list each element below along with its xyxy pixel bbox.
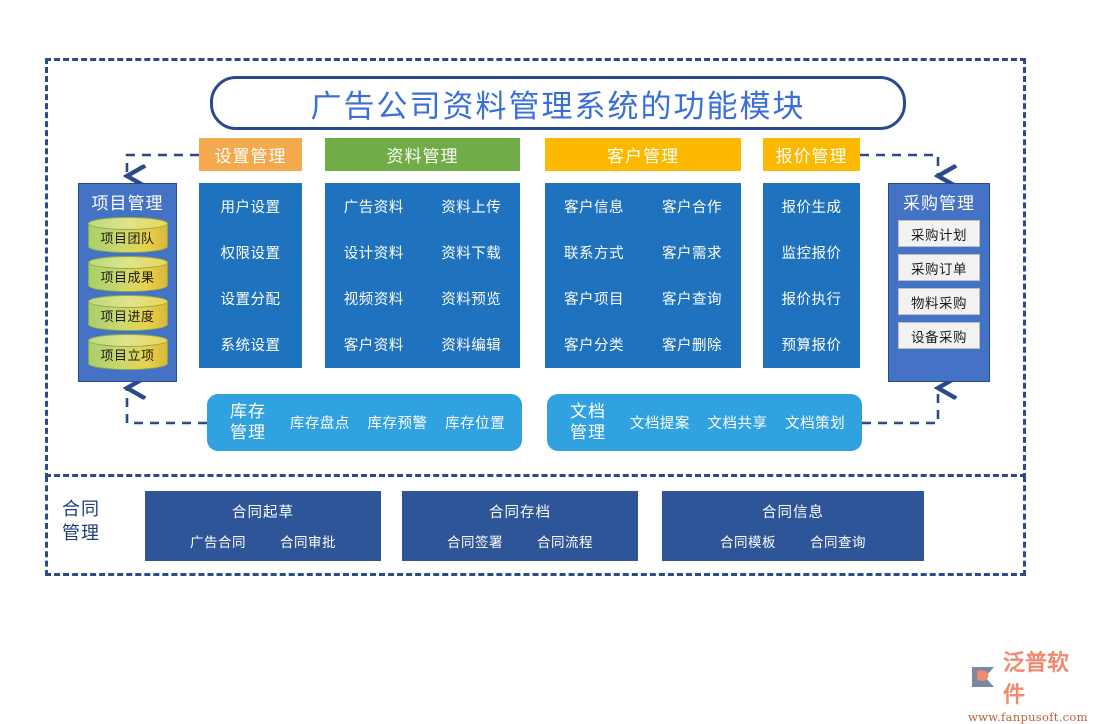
cylinder-icon-project-initiation[interactable]: 项目立项 [87, 334, 168, 370]
item-material-5[interactable]: 资料预览 [441, 292, 502, 309]
box-purchase-management: 采购管理 采购计划 采购订单 物料采购 设备采购 [888, 183, 990, 382]
item-customer-5[interactable]: 客户查询 [662, 292, 722, 309]
project-title: 项目管理 [91, 194, 164, 214]
document-item-0[interactable]: 文档提案 [629, 416, 690, 432]
main-dashed-frame [45, 58, 1026, 479]
header-settings[interactable]: 设置管理 [199, 138, 302, 171]
contract-box-archive[interactable]: 合同存档 合同签署 合同流程 [402, 491, 638, 561]
contract-box-1-title: 合同存档 [489, 505, 551, 521]
document-title-line2: 管理 [570, 422, 606, 443]
diagram-title-box: 广告公司资料管理系统的功能模块 [210, 76, 906, 130]
item-customer-2[interactable]: 联系方式 [564, 245, 624, 262]
cylinder-icon-project-team[interactable]: 项目团队 [87, 217, 168, 253]
item-settings-2[interactable]: 设置分配 [220, 292, 281, 309]
item-customer-4[interactable]: 客户项目 [564, 292, 624, 309]
logo-row: 泛普软件 [968, 645, 1090, 709]
contract-label-line2: 管理 [62, 523, 100, 544]
item-quote-3[interactable]: 预算报价 [781, 338, 842, 355]
purchase-item-3[interactable]: 设备采购 [898, 322, 980, 349]
header-quote[interactable]: 报价管理 [763, 138, 860, 171]
item-quote-1[interactable]: 监控报价 [781, 245, 842, 262]
item-settings-3[interactable]: 系统设置 [220, 338, 281, 355]
project-item-1: 项目成果 [100, 271, 155, 286]
item-material-0[interactable]: 广告资料 [343, 199, 404, 216]
purchase-item-2[interactable]: 物料采购 [898, 288, 980, 315]
frame-divider [45, 474, 1026, 477]
document-item-1[interactable]: 文档共享 [707, 416, 768, 432]
row-document-management: 文档 管理 文档提案 文档共享 文档策划 [547, 394, 862, 451]
cylinder-icon-project-result[interactable]: 项目成果 [87, 256, 168, 292]
panel-settings: 用户设置 权限设置 设置分配 系统设置 [199, 183, 302, 368]
contract-box-1-sub-0[interactable]: 合同签署 [447, 535, 503, 551]
project-item-2: 项目进度 [100, 310, 155, 325]
contract-label-line1: 合同 [62, 499, 100, 520]
document-title: 文档 管理 [547, 402, 621, 444]
purchase-item-0[interactable]: 采购计划 [898, 220, 980, 247]
header-material[interactable]: 资料管理 [325, 138, 520, 171]
fanpu-logo-icon [968, 662, 998, 692]
panel-material: 广告资料 资料上传 设计资料 资料下载 视频资料 资料预览 客户资料 资料编辑 [325, 183, 520, 368]
watermark-logo: 泛普软件 www.fanpusoft.com [968, 645, 1090, 724]
panel-customer: 客户信息 客户合作 联系方式 客户需求 客户项目 客户查询 客户分类 客户删除 [545, 183, 741, 368]
item-settings-1[interactable]: 权限设置 [220, 245, 281, 262]
contract-box-0-sub-1[interactable]: 合同审批 [280, 535, 336, 551]
contract-box-0-subs: 广告合同 合同审批 [190, 531, 336, 551]
item-customer-7[interactable]: 客户删除 [662, 338, 722, 355]
project-item-3: 项目立项 [100, 349, 155, 364]
box-project-management: 项目管理 项目团队 项目成果 项目进度 项目立项 [78, 183, 177, 382]
purchase-item-1[interactable]: 采购订单 [898, 254, 980, 281]
contract-box-info[interactable]: 合同信息 合同模板 合同查询 [662, 491, 924, 561]
contract-box-2-subs: 合同模板 合同查询 [720, 531, 866, 551]
item-material-4[interactable]: 视频资料 [343, 292, 404, 309]
contract-box-0-title: 合同起草 [232, 505, 294, 521]
stock-title: 库存 管理 [207, 402, 281, 444]
project-item-0: 项目团队 [100, 232, 155, 247]
page-title: 广告公司资料管理系统的功能模块 [310, 88, 806, 125]
item-material-1[interactable]: 资料上传 [441, 199, 502, 216]
item-quote-0[interactable]: 报价生成 [781, 199, 842, 216]
stock-item-2[interactable]: 库存位置 [445, 416, 506, 432]
contract-box-0-sub-0[interactable]: 广告合同 [190, 535, 246, 551]
logo-name: 泛普软件 [1003, 650, 1070, 708]
stock-item-list: 库存盘点 库存预警 库存位置 [281, 412, 522, 433]
contract-box-1-sub-1[interactable]: 合同流程 [537, 535, 593, 551]
diagram-canvas: 广告公司资料管理系统的功能模块 设置管理 资料管理 客户管理 报价管理 用户设置… [45, 58, 1090, 724]
contract-section-label: 合同 管理 [62, 498, 130, 546]
contract-box-1-subs: 合同签署 合同流程 [447, 531, 593, 551]
item-quote-2[interactable]: 报价执行 [781, 292, 842, 309]
item-material-2[interactable]: 设计资料 [343, 245, 404, 262]
document-item-2[interactable]: 文档策划 [785, 416, 846, 432]
panel-quote: 报价生成 监控报价 报价执行 预算报价 [763, 183, 860, 368]
contract-dashed-frame [45, 476, 1026, 576]
document-title-line1: 文档 [570, 401, 606, 422]
item-customer-0[interactable]: 客户信息 [564, 199, 624, 216]
header-customer[interactable]: 客户管理 [545, 138, 741, 171]
item-material-6[interactable]: 客户资料 [343, 338, 404, 355]
item-material-3[interactable]: 资料下载 [441, 245, 502, 262]
logo-url: www.fanpusoft.com [968, 710, 1088, 724]
stock-item-0[interactable]: 库存盘点 [289, 416, 350, 432]
purchase-title: 采购管理 [903, 194, 975, 214]
stock-title-line1: 库存 [230, 401, 266, 422]
item-customer-3[interactable]: 客户需求 [662, 245, 722, 262]
item-settings-0[interactable]: 用户设置 [220, 199, 281, 216]
project-cylinder-list: 项目团队 项目成果 项目进度 项目立项 [79, 217, 176, 370]
item-customer-1[interactable]: 客户合作 [662, 199, 722, 216]
stock-item-1[interactable]: 库存预警 [367, 416, 428, 432]
contract-box-2-title: 合同信息 [762, 505, 824, 521]
purchase-button-list: 采购计划 采购订单 物料采购 设备采购 [889, 220, 989, 349]
item-customer-6[interactable]: 客户分类 [564, 338, 624, 355]
document-item-list: 文档提案 文档共享 文档策划 [621, 412, 862, 433]
row-stock-management: 库存 管理 库存盘点 库存预警 库存位置 [207, 394, 522, 451]
contract-box-2-sub-1[interactable]: 合同查询 [810, 535, 866, 551]
contract-box-2-sub-0[interactable]: 合同模板 [720, 535, 776, 551]
stock-title-line2: 管理 [230, 422, 266, 443]
cylinder-icon-project-progress[interactable]: 项目进度 [87, 295, 168, 331]
item-material-7[interactable]: 资料编辑 [441, 338, 502, 355]
contract-box-draft[interactable]: 合同起草 广告合同 合同审批 [145, 491, 381, 561]
